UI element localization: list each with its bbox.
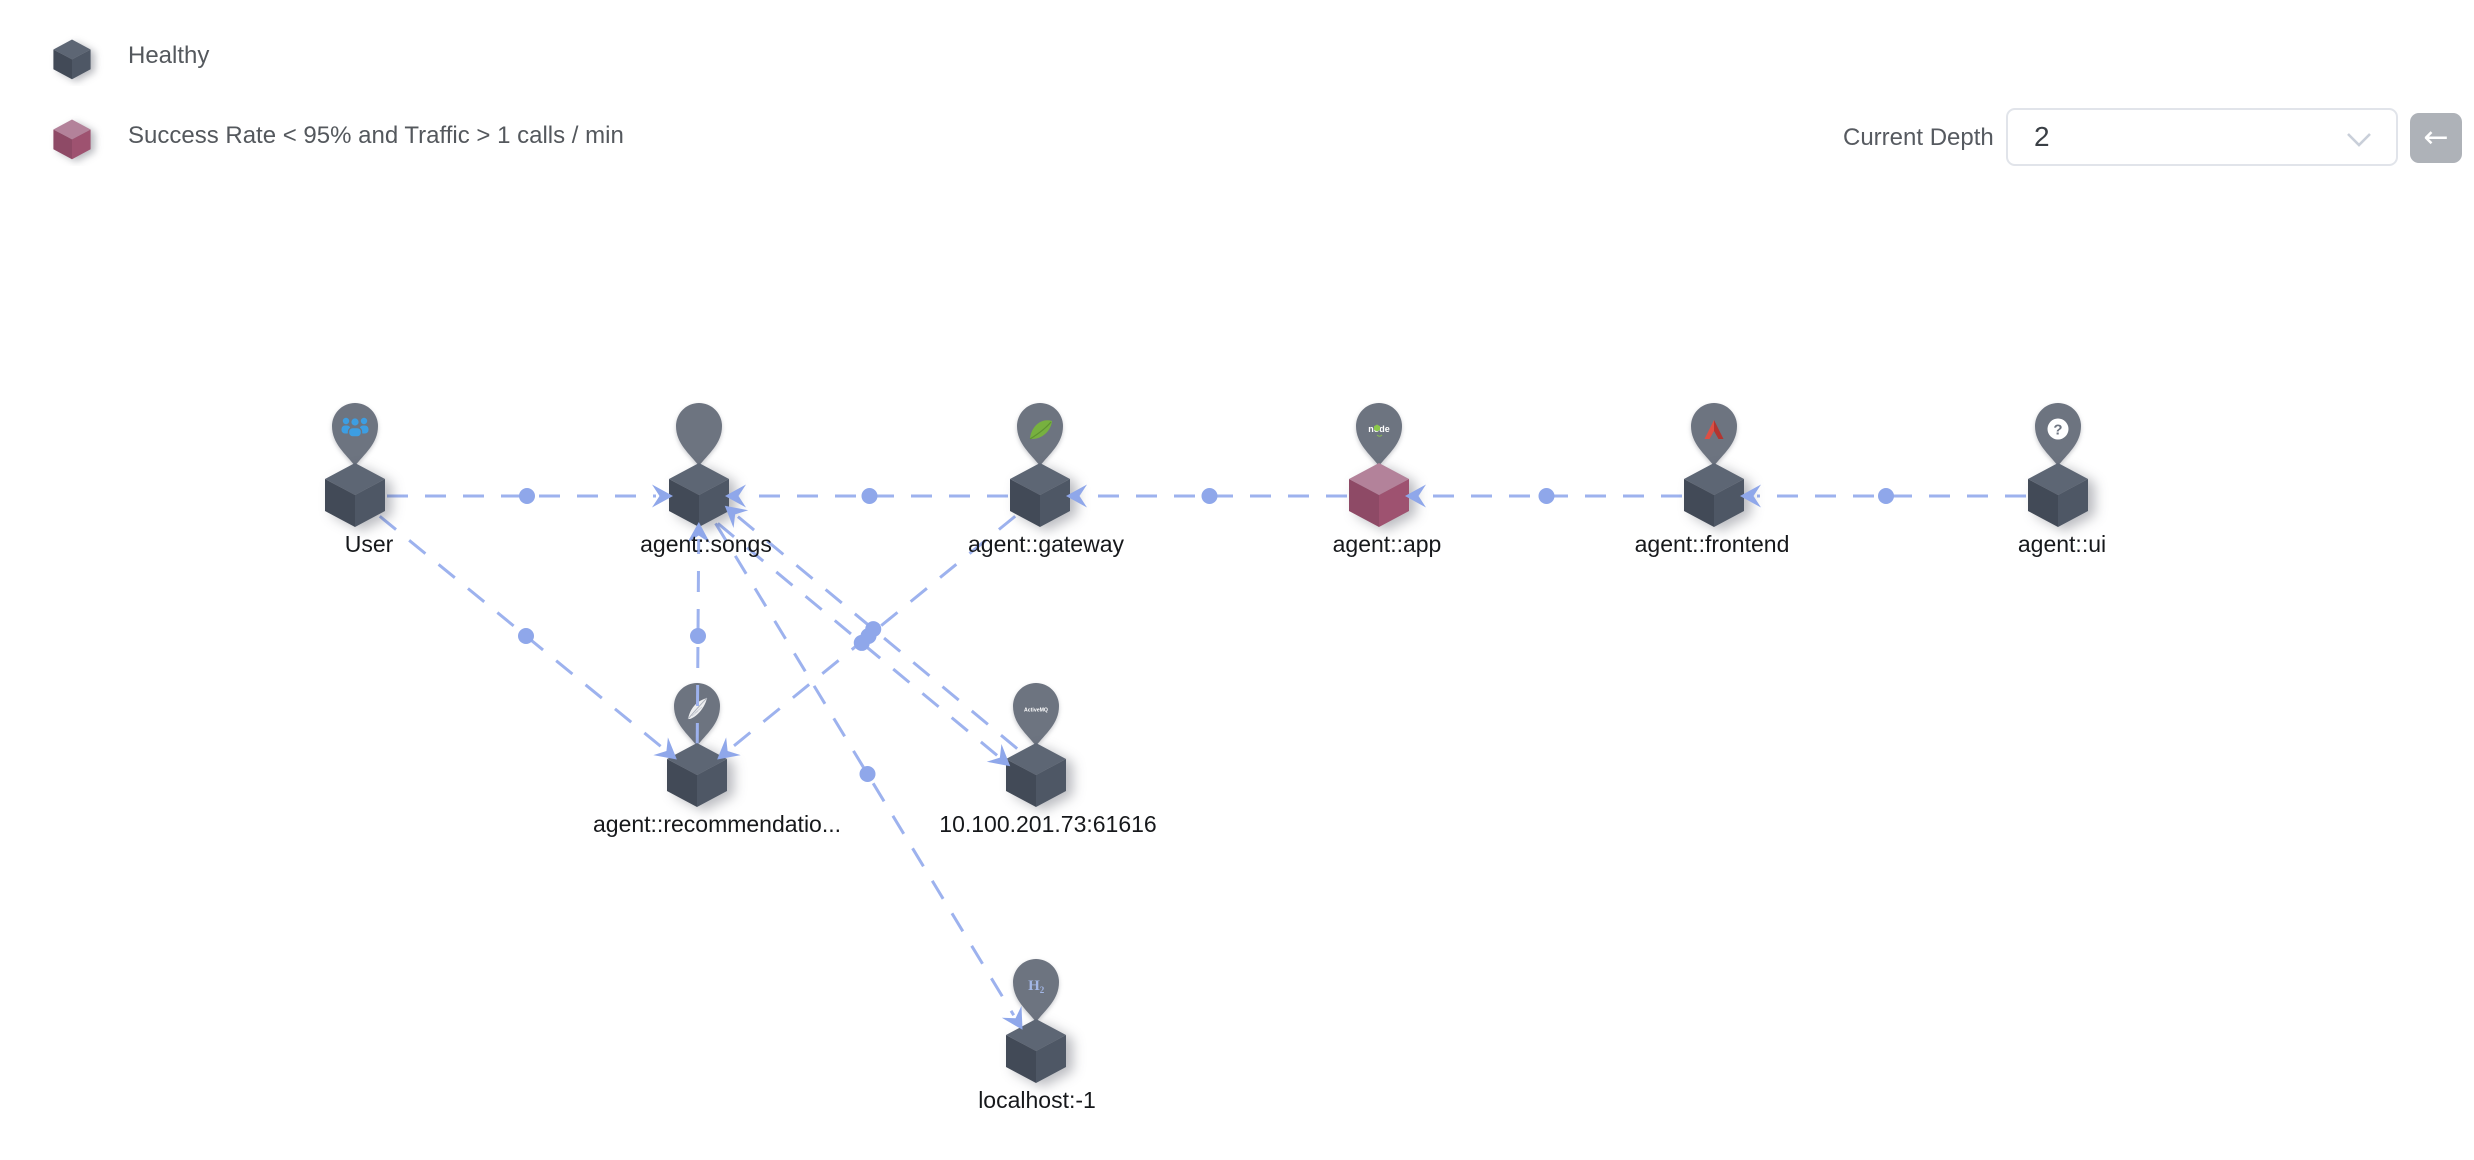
svg-text:2: 2 (1040, 985, 1045, 995)
edge-recommendation-to-songs (690, 538, 706, 745)
node-user[interactable] (325, 463, 385, 527)
node-label-app: agent::app (1333, 531, 1442, 557)
edge-midpoint-dot (1878, 488, 1894, 504)
svg-text:H: H (1028, 978, 1040, 994)
edge-arrowhead (1405, 484, 1426, 508)
cube-healthy (1684, 463, 1744, 527)
node-app[interactable] (1349, 463, 1409, 527)
healthy-cube-icon (53, 39, 91, 80)
node-label-recommendation: agent::recommendatio... (593, 811, 841, 837)
node-localhost[interactable] (1006, 1019, 1066, 1083)
edge-midpoint-dot (690, 628, 706, 644)
pins-layer: node? ActiveMQ H2 (332, 403, 2081, 1022)
node-activemq[interactable] (1006, 743, 1066, 807)
edges-layer (378, 488, 2026, 1017)
legend-item-healthy: Healthy (46, 26, 624, 86)
cube-healthy (1006, 1019, 1066, 1083)
node-label-ui: agent::ui (2018, 531, 2106, 557)
edge-arrowhead (1001, 1005, 1023, 1030)
current-depth-label: Current Depth (1843, 124, 1994, 151)
edge-arrowhead (1740, 484, 1761, 508)
users-pin-icon (332, 403, 378, 466)
question-pin-icon: ? (2035, 403, 2081, 466)
edge-songs-to-localhost (714, 522, 1015, 1017)
edge-midpoint-dot (865, 621, 882, 638)
plain-pin-icon (676, 403, 722, 466)
edge-activemq-to-songs (736, 515, 1019, 750)
node-label-activemq: 10.100.201.73:61616 (939, 811, 1156, 837)
edge-gateway-to-songs (742, 488, 1008, 504)
cube-healthy (667, 743, 727, 807)
edge-midpoint-dot (518, 628, 534, 644)
node-label-gateway: agent::gateway (968, 531, 1125, 557)
labels-layer: User agent::songs agent::gateway agent::app… (345, 531, 2106, 1113)
spring-leaf-pin-icon (1017, 403, 1063, 466)
node-label-user: User (345, 531, 394, 557)
node-frontend[interactable] (1684, 463, 1744, 527)
edge-arrowhead (652, 484, 673, 508)
edge-user-to-songs (387, 488, 656, 504)
edge-app-to-gateway (1083, 488, 1347, 504)
edge-midpoint-dot (1201, 488, 1218, 504)
edge-arrowhead (653, 737, 677, 760)
edge-ui-to-frontend (1757, 488, 2026, 504)
node-songs[interactable] (669, 463, 729, 527)
cube-healthy (2028, 463, 2088, 527)
unhealthy-cube-icon (53, 119, 91, 160)
back-arrow-icon: ← (2423, 120, 2449, 155)
activemq-pin-icon: ActiveMQ (1013, 683, 1059, 746)
edge-midpoint-dot (1538, 488, 1555, 504)
node-recommendation[interactable] (667, 743, 727, 807)
edge-midpoint-dot (859, 766, 876, 782)
node-label-localhost: localhost:-1 (978, 1087, 1096, 1113)
node-label-frontend: agent::frontend (1635, 531, 1790, 557)
depth-select[interactable]: 2 (2006, 108, 2398, 166)
nodejs-pin-icon: node (1356, 403, 1402, 466)
node-gateway[interactable] (1010, 463, 1070, 527)
svg-text:?: ? (2053, 422, 2062, 439)
edge-arrowhead (986, 744, 1011, 767)
node-ui[interactable] (2028, 463, 2088, 527)
edge-midpoint-dot (519, 488, 535, 504)
cube-healthy (669, 463, 729, 527)
node-label-songs: agent::songs (640, 531, 772, 557)
arrows-layer (652, 484, 1761, 1030)
feather-pin-icon (674, 683, 720, 746)
back-button[interactable]: ← (2410, 113, 2462, 163)
chevron-down-icon (2347, 133, 2371, 147)
edge-midpoint-dot (861, 488, 878, 504)
legend-item-unhealthy: Success Rate < 95% and Traffic > 1 calls… (46, 106, 624, 166)
legend: Healthy Success Rate < 95% and Traffic >… (46, 26, 624, 186)
edge-arrowhead (725, 484, 746, 508)
edge-songs-to-activemq (716, 522, 999, 757)
edge-midpoint-dot (853, 634, 870, 651)
edge-arrowhead (1066, 484, 1087, 508)
red-chevron-pin-icon (1691, 403, 1737, 466)
legend-label-unhealthy: Success Rate < 95% and Traffic > 1 calls… (128, 122, 624, 149)
cube-healthy (325, 463, 385, 527)
cube-healthy (1010, 463, 1070, 527)
legend-label-healthy: Healthy (128, 42, 210, 69)
edge-frontend-to-app (1422, 488, 1682, 504)
cube-unhealthy (1349, 463, 1409, 527)
edge-arrowhead (717, 737, 741, 760)
cube-healthy (1006, 743, 1066, 807)
edge-user-to-recommendation (378, 515, 665, 750)
svg-text:ActiveMQ: ActiveMQ (1024, 708, 1048, 714)
edge-arrowhead (724, 505, 749, 528)
edge-arrowhead (687, 521, 711, 544)
nodes-layer (325, 463, 2088, 1083)
depth-select-value: 2 (2034, 121, 2050, 152)
